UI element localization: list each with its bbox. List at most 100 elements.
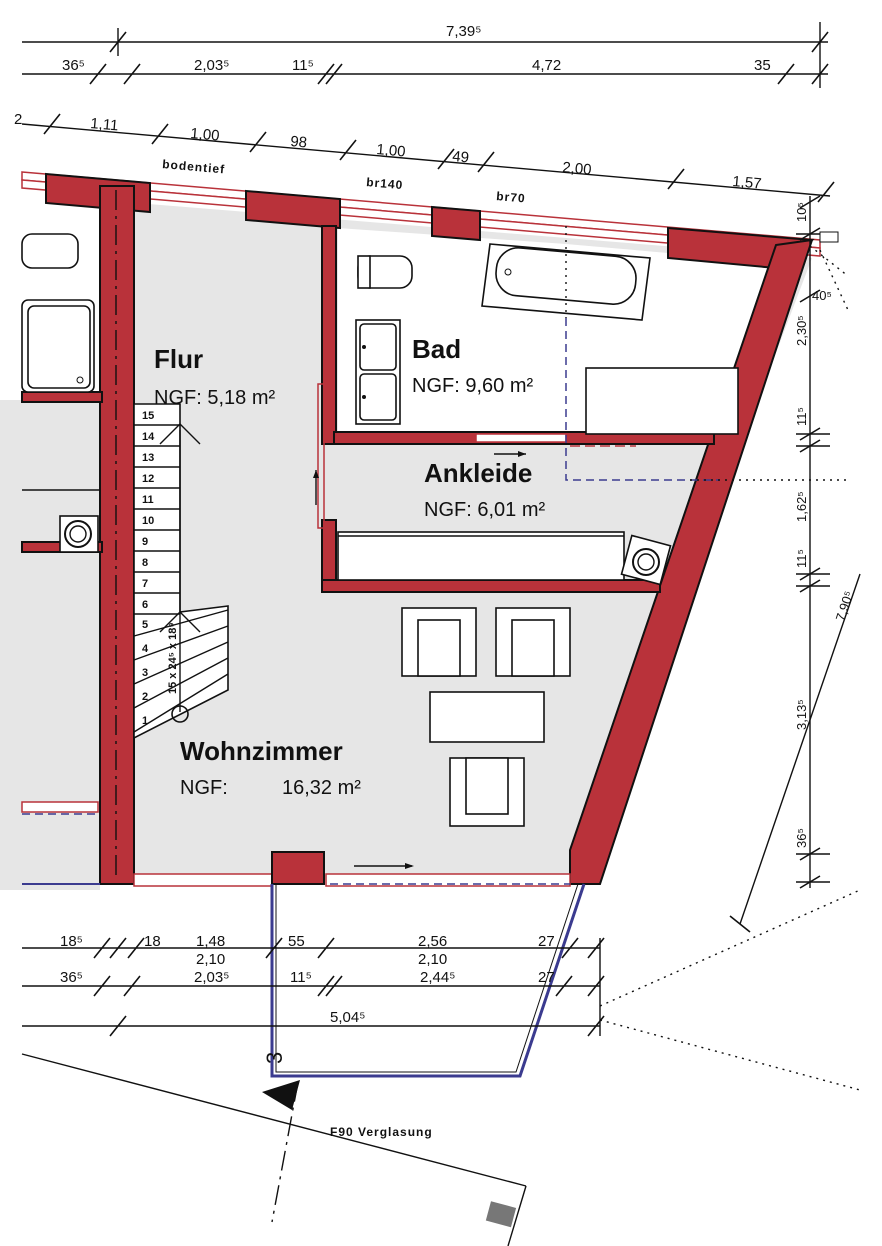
- room-name-bad: Bad: [412, 334, 461, 364]
- stair-arrow: [159, 423, 201, 445]
- room-area-bad: NGF: 9,60 m²: [412, 375, 533, 397]
- stair-tread: [133, 609, 229, 637]
- dim-bottom1-1: 18: [144, 933, 161, 950]
- dim-right-3: 11⁵: [794, 407, 809, 426]
- label-br70: br70: [496, 189, 526, 206]
- stair-tread: [133, 625, 229, 661]
- dim-top-row2-1: 2,03⁵: [194, 57, 229, 74]
- dim-top-overall: 7,39⁵: [446, 23, 481, 40]
- stair-step-number: 9: [142, 536, 148, 548]
- stair-step-number: 10: [142, 515, 154, 527]
- room-name-wohnzimmer: Wohnzimmer: [180, 736, 343, 766]
- ankleide-fixtures: [337, 479, 848, 586]
- stair-tread: [133, 673, 229, 733]
- stair-step-number: 8: [142, 557, 148, 569]
- flur-door: [313, 383, 325, 529]
- room-area-prefix-wohnzimmer: NGF:: [180, 777, 228, 799]
- stair-step-number: 5: [142, 619, 148, 631]
- dim-bottom2-2: 11⁵: [290, 969, 312, 986]
- left-partition-upper: [21, 391, 103, 403]
- room-wohnzimmer: Wohnzimmer NGF: 16,32 m²: [180, 736, 361, 799]
- bottom-dimension-chains: 18⁵ 18 1,48 55 2,56 27 2,10 2,10 36⁵ 2,0…: [22, 933, 605, 1037]
- dim-slant-1: 1,00: [190, 125, 221, 144]
- dim-bottom2-1: 2,03⁵: [194, 969, 229, 986]
- stair-step-number: 15: [142, 410, 154, 422]
- dim-bottom1-2: 1,48: [196, 933, 225, 950]
- dim-bottom-overall: 5,04⁵: [330, 1009, 365, 1026]
- dim-bottom1-sub-1: 2,10: [418, 951, 447, 968]
- stair-step-number: 14: [142, 431, 155, 443]
- dim-slant-5: 2,00: [562, 159, 593, 178]
- stair-start-circle: [171, 705, 189, 723]
- stair-step-number: 6: [142, 599, 148, 611]
- dim-bottom1-5: 27: [538, 933, 555, 950]
- dim-right-5: 11⁵: [794, 549, 809, 568]
- dim-slant-2: 98: [290, 133, 308, 151]
- label-glazing: F90 Verglasung: [330, 1125, 433, 1139]
- slanted-dimension-chain: 1,11 1,00 98 1,00 49 2,00 1,57 2 bodenti…: [14, 111, 835, 206]
- dim-right-7: 36⁵: [794, 828, 809, 848]
- dim-right-2: 2,30⁵: [794, 315, 809, 346]
- stair-arrow: [159, 611, 201, 633]
- dim-top-row2-3: 4,72: [532, 57, 561, 74]
- room-name-flur: Flur: [154, 344, 203, 374]
- label-br140: br140: [366, 175, 404, 192]
- flur-bad-wall: [321, 225, 337, 445]
- dim-top-row2-2: 11⁵: [292, 57, 314, 74]
- room-area-flur: NGF: 5,18 m²: [154, 387, 275, 409]
- living-furniture: [401, 607, 571, 827]
- dim-slant-0: 1,11: [90, 115, 119, 134]
- stair-tread: [133, 641, 229, 685]
- top-dimension-chains: 7,39⁵ 36⁵ 2,03⁵ 11⁵ 4,72 35: [22, 22, 829, 88]
- dim-right-6: 3,13⁵: [794, 699, 809, 730]
- dim-right-diag: 7,90⁵: [833, 589, 857, 623]
- dim-slant-6: 1,57: [732, 173, 763, 192]
- stair-step-number: 3: [142, 667, 148, 679]
- dim-bottom1-3: 55: [288, 933, 305, 950]
- right-exterior-wall: [569, 238, 814, 885]
- room-bad: Bad NGF: 9,60 m²: [412, 334, 533, 397]
- stair-step-number: 1: [142, 715, 148, 727]
- dim-bottom2-0: 36⁵: [60, 969, 83, 986]
- stair-spec: 15 x 24⁵ x 18⁹: [167, 622, 179, 694]
- section-number: 3: [262, 1052, 287, 1064]
- shower: [585, 367, 739, 435]
- room-area-ankleide: NGF: 6,01 m²: [424, 499, 545, 521]
- room-flur: Flur NGF: 5,18 m²: [154, 344, 275, 409]
- dim-bottom2-4: 27: [538, 969, 555, 986]
- dim-bottom1-sub-0: 2,10: [196, 951, 225, 968]
- left-wall: [99, 185, 135, 885]
- dim-top-row2-4: 35: [754, 57, 771, 74]
- label-bodentief: bodentief: [162, 157, 226, 176]
- coffee-table: [429, 691, 545, 743]
- dim-bottom1-4: 2,56: [418, 933, 447, 950]
- ankleide-bottom-wall: [321, 579, 661, 593]
- room-area-value-wohnzimmer: 16,32 m²: [282, 777, 361, 799]
- left-room-floor: [0, 400, 100, 890]
- stair-step-number: 12: [142, 473, 154, 485]
- dim-left-partial: 2: [14, 111, 22, 128]
- dim-right-4: 1,62⁵: [794, 491, 809, 522]
- dim-top-row2-0: 36⁵: [62, 57, 85, 74]
- section-marker: 3 F90 Verglasung: [21, 1052, 527, 1246]
- stair-step-number: 13: [142, 452, 154, 464]
- dim-bottom1-0: 18⁵: [60, 933, 83, 950]
- dim-bottom2-3: 2,44⁵: [420, 969, 455, 986]
- right-dimension-chain: 10⁵ 40⁵ 2,30⁵ 11⁵ 1,62⁵ 11⁵ 3,13⁵ 36⁵ 7,…: [599, 195, 861, 1091]
- stair-tread: [133, 657, 229, 709]
- dim-slant-3: 1,00: [376, 141, 407, 160]
- dim-slant-4: 49: [452, 148, 470, 166]
- bad-fixtures: [355, 226, 739, 481]
- stair-step-number: 4: [142, 643, 149, 655]
- stair-step-number: 7: [142, 578, 148, 590]
- room-name-ankleide: Ankleide: [424, 458, 532, 488]
- balcony-glazing: [270, 883, 586, 1078]
- stair-step-number: 11: [142, 494, 154, 506]
- room-ankleide: Ankleide NGF: 6,01 m²: [424, 458, 545, 521]
- left-lower-window: [21, 801, 99, 815]
- bottom-wall: [22, 851, 571, 887]
- dim-right-0: 10⁵: [794, 202, 809, 222]
- dim-right-1: 40⁵: [812, 288, 832, 303]
